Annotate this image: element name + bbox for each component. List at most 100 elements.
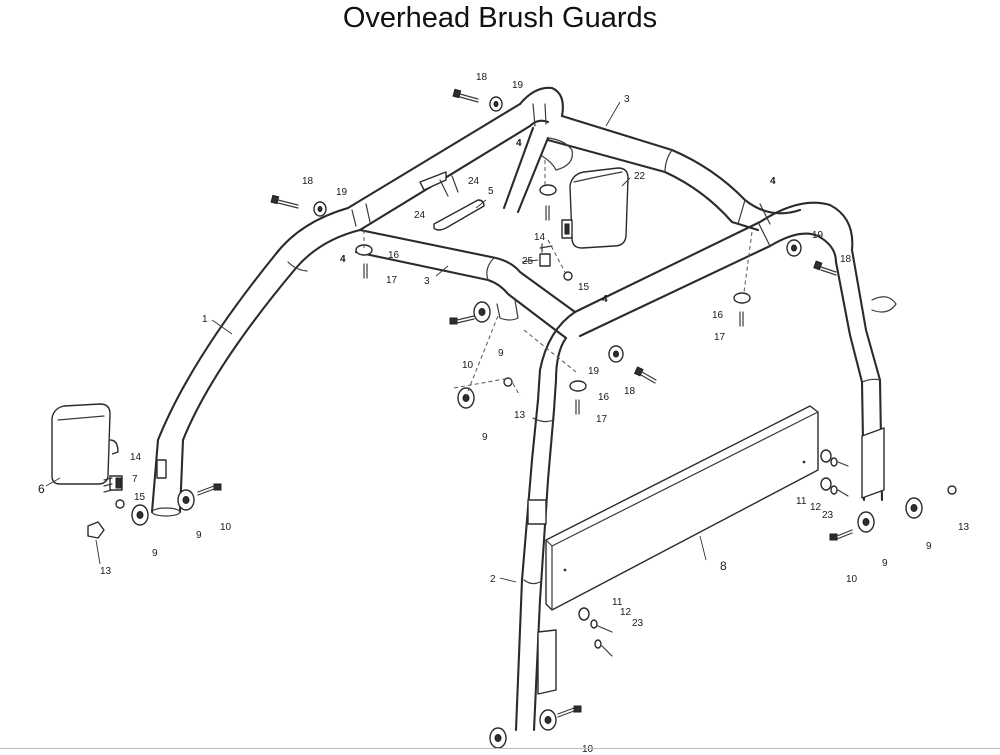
- callout-17: 17: [386, 275, 398, 286]
- spacer-19-left: [313, 201, 327, 217]
- bolt-10-b: [197, 483, 222, 496]
- panel-bracket: [861, 427, 885, 499]
- callout-10: 10: [846, 574, 858, 585]
- rear-hoop-left: [150, 206, 362, 517]
- callout-2: 2: [490, 574, 496, 585]
- callout-4: 4: [516, 138, 522, 149]
- side-mirror-right: [561, 167, 629, 249]
- callout-16: 16: [712, 310, 724, 321]
- clamp-25: [539, 253, 551, 267]
- callout-24: 24: [468, 176, 480, 187]
- callout-9: 9: [882, 558, 888, 569]
- page-title: Overhead Brush Guards: [342, 2, 658, 34]
- bushing-9-e: [857, 511, 875, 533]
- nut-13-center: [503, 377, 513, 387]
- callout-13: 13: [958, 522, 970, 533]
- bushing-9-h: [489, 727, 507, 749]
- callout-19: 19: [812, 230, 824, 241]
- callout-14: 14: [130, 452, 142, 463]
- callout-13: 13: [100, 566, 112, 577]
- nut-15-left: [115, 499, 125, 509]
- callout-25: 25: [522, 256, 534, 267]
- nut-13-left: [87, 521, 105, 539]
- callout-3: 3: [624, 94, 630, 105]
- bolt-18-front: [633, 366, 657, 384]
- bushing-9-a: [473, 301, 491, 323]
- callout-8: 8: [720, 559, 727, 573]
- callout-10: 10: [462, 360, 474, 371]
- callout-24: 24: [414, 210, 426, 221]
- callout-18: 18: [302, 176, 314, 187]
- bushing-9-g: [539, 709, 557, 731]
- callout-16: 16: [598, 392, 610, 403]
- callout-10: 10: [582, 744, 594, 755]
- spacer-19-right: [786, 239, 802, 257]
- hardware-stack-right: [820, 449, 849, 497]
- callout-13: 13: [514, 410, 526, 421]
- panel-bracket: [537, 629, 557, 695]
- callout-leaders: [45, 101, 707, 583]
- bolt-18-left: [270, 194, 299, 209]
- callout-14: 14: [534, 232, 546, 243]
- callout-19: 19: [512, 80, 524, 91]
- callout-23: 23: [822, 510, 834, 521]
- screw-17-front: [575, 399, 580, 415]
- callout-9: 9: [926, 541, 932, 552]
- callout-19: 19: [336, 187, 348, 198]
- callout-18: 18: [476, 72, 488, 83]
- brush-guard-panel: [545, 405, 819, 611]
- side-mirror-left: [51, 403, 123, 491]
- screw-17-right: [739, 311, 744, 327]
- top-cross-tube-rear: [346, 102, 532, 232]
- callout-4: 4: [770, 176, 776, 187]
- bottom-divider: [0, 748, 1000, 749]
- bushing-9-c: [177, 489, 195, 511]
- callout-3: 3: [424, 276, 430, 287]
- top-corner-rear-right: [518, 86, 564, 128]
- callout-15: 15: [134, 492, 146, 503]
- callout-18: 18: [624, 386, 636, 397]
- callout-22: 22: [634, 171, 646, 182]
- callout-12: 12: [810, 502, 822, 513]
- bushing-9-f: [905, 497, 923, 519]
- callout-11: 11: [796, 496, 807, 507]
- callout-11: 11: [612, 597, 623, 608]
- callout-9: 9: [498, 348, 504, 359]
- callout-10: 10: [220, 522, 232, 533]
- bushing-9-d: [131, 504, 149, 526]
- washer-16-front: [569, 380, 587, 392]
- diagonal-brace-center: [502, 126, 574, 214]
- nut-13-right: [947, 485, 957, 495]
- callout-labels: 1 2 3 3 4 4 4 4 5 6 7 8 9 9 9 9 9 9 10 1…: [38, 72, 970, 755]
- callout-4: 4: [602, 294, 608, 305]
- callout-18: 18: [840, 254, 852, 265]
- rearview-mirror: [419, 171, 485, 231]
- callout-7: 7: [132, 474, 138, 485]
- callout-15: 15: [578, 282, 590, 293]
- screw-17-center: [545, 205, 550, 221]
- callout-9: 9: [196, 530, 202, 541]
- callout-9: 9: [482, 432, 488, 443]
- screw-14-right: [539, 243, 553, 253]
- front-cross-tube: [354, 228, 577, 340]
- callout-17: 17: [596, 414, 608, 425]
- screw-17-left: [363, 263, 368, 279]
- mount-bracket: [527, 499, 547, 525]
- hardware: [87, 88, 957, 749]
- mount-bracket: [156, 459, 167, 479]
- bushing-9-b: [457, 387, 475, 409]
- callout-1: 1: [202, 314, 208, 325]
- callout-5: 5: [488, 186, 494, 197]
- side-tube-top-right: [546, 114, 802, 232]
- front-top-tube: [573, 201, 854, 338]
- washer-16-center: [539, 184, 557, 196]
- hardware-stack-bottom: [578, 607, 613, 657]
- callout-23: 23: [632, 618, 644, 629]
- spacer-19-front: [608, 345, 624, 363]
- bolt-18-right: [813, 260, 837, 276]
- bolt-18-top: [452, 88, 479, 103]
- callout-16: 16: [388, 250, 400, 261]
- callout-4: 4: [340, 254, 346, 265]
- front-hoop-right-leg: [834, 248, 897, 502]
